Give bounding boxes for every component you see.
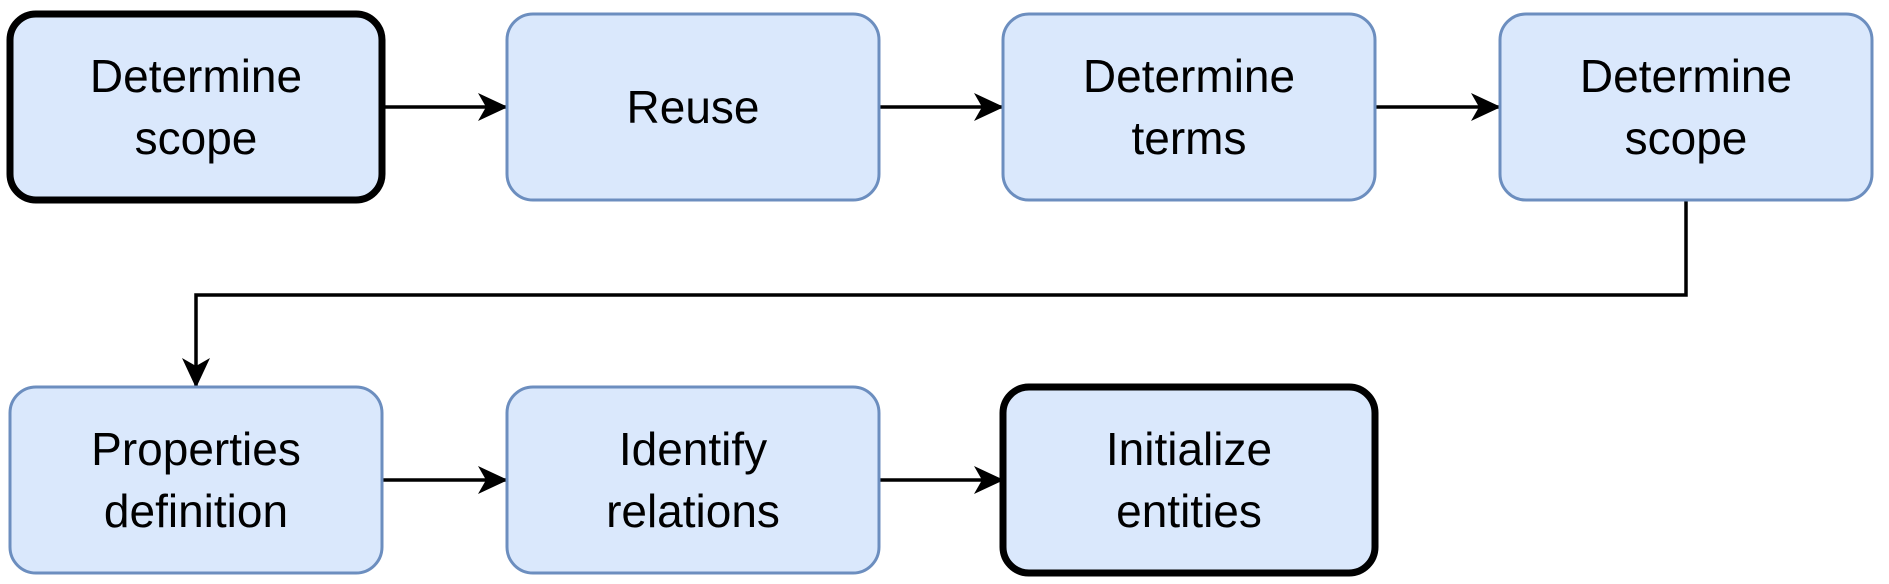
node-determine-terms: Determine terms xyxy=(1001,12,1377,202)
edge-determine-scope-end-to-properties-definition xyxy=(182,200,1688,388)
node-box xyxy=(1498,12,1874,202)
node-identify-relations: Identify relations xyxy=(505,385,881,575)
node-label-line: terms xyxy=(1132,112,1247,164)
node-determine-scope-start: Determine scope xyxy=(6,10,386,204)
node-label-line: Determine xyxy=(1083,50,1295,102)
node-label-line: Initialize xyxy=(1106,423,1272,475)
node-label-line: Reuse xyxy=(627,81,760,133)
nodes-layer: DeterminescopeReuseDeterminetermsDetermi… xyxy=(6,10,1874,577)
node-label-line: Properties xyxy=(91,423,301,475)
node-label-line: relations xyxy=(606,485,780,537)
node-label-line: scope xyxy=(135,112,258,164)
edges-layer xyxy=(182,93,1688,494)
node-box xyxy=(505,12,881,202)
node-label-line: Identify xyxy=(619,423,767,475)
node-box xyxy=(999,383,1379,577)
node-label-line: definition xyxy=(104,485,288,537)
node-label-line: Determine xyxy=(90,50,302,102)
node-determine-scope-end: Determine scope xyxy=(1498,12,1874,202)
node-reuse: Reuse xyxy=(505,12,881,202)
node-label-line: scope xyxy=(1625,112,1748,164)
node-box xyxy=(8,385,384,575)
node-box xyxy=(6,10,386,204)
node-label-line: entities xyxy=(1116,485,1262,537)
node-label-line: Determine xyxy=(1580,50,1792,102)
node-initialize-entities: Initialize entities xyxy=(999,383,1379,577)
node-box xyxy=(1001,12,1377,202)
node-properties-definition: Properties definition xyxy=(8,385,384,575)
node-box xyxy=(505,385,881,575)
